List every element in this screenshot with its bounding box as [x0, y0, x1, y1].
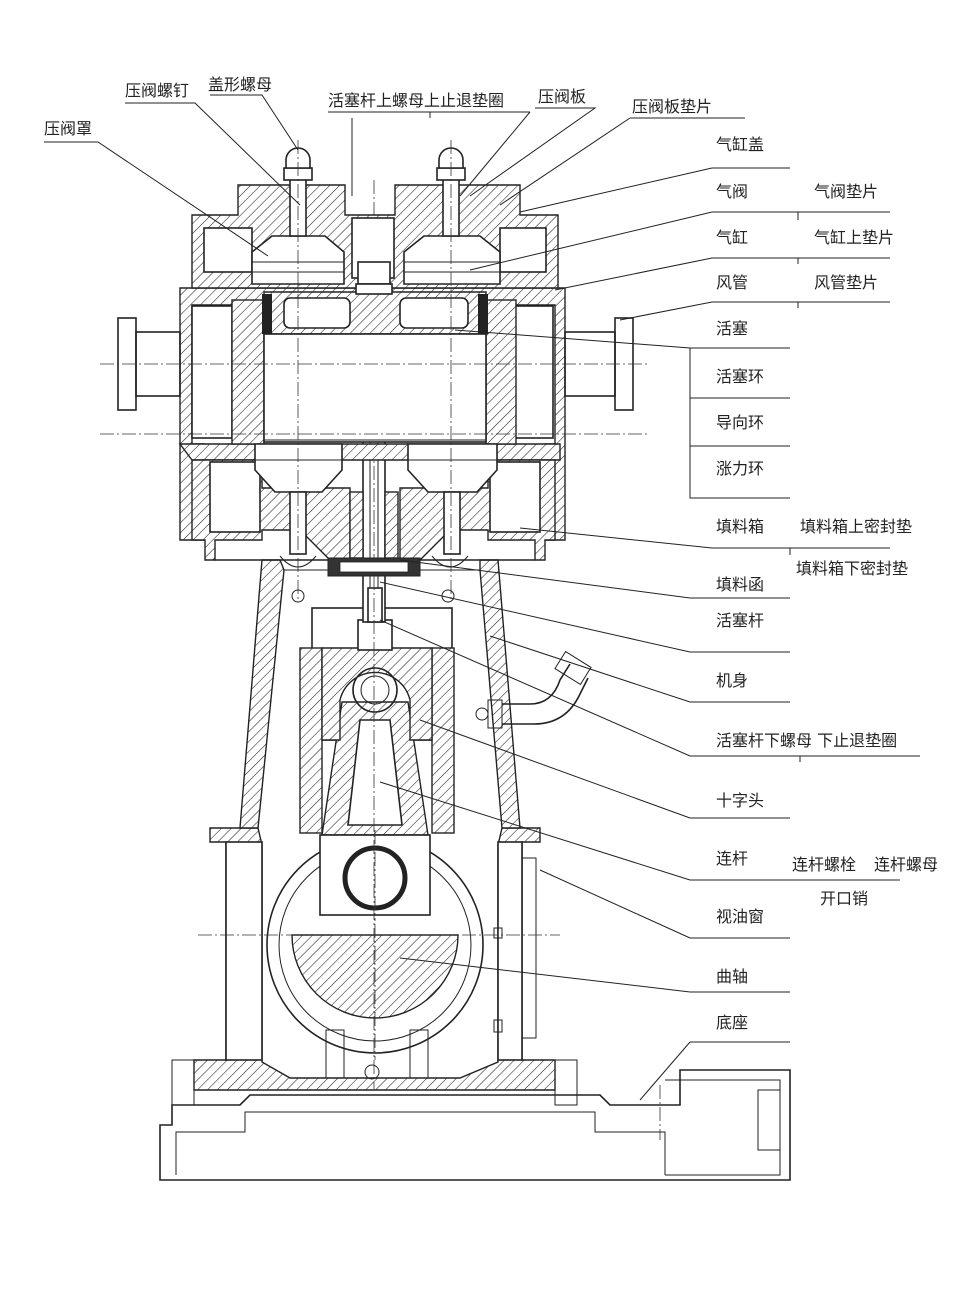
label-stuffing-box-lower-seal: 填料箱下密封垫 — [796, 559, 909, 578]
label-air-pipe-gasket: 风管垫片 — [814, 273, 879, 292]
stuffing-box — [299, 487, 451, 577]
connecting-rod — [319, 701, 431, 920]
label-oil-sight-window: 视油窗 — [716, 907, 765, 926]
label-frame: 机身 — [716, 671, 749, 690]
label-valve-gasket: 气阀垫片 — [814, 182, 879, 201]
label-cotter-pin: 开口销 — [820, 889, 869, 908]
cylinder — [100, 287, 650, 561]
oil-pipe — [475, 650, 592, 729]
label-valve-plate-gasket: 压阀板垫片 — [632, 97, 713, 116]
label-piston-rod: 活塞杆 — [716, 611, 765, 630]
label-stuffing-box: 填料箱 — [716, 517, 765, 536]
label-crankshaft: 曲轴 — [716, 967, 749, 986]
label-stuffing-box-upper-seal: 填料箱上密封垫 — [800, 517, 913, 536]
label-valve-plate: 压阀板 — [538, 87, 587, 106]
label-expander-ring: 涨力环 — [716, 459, 765, 478]
label-crosshead: 十字头 — [716, 791, 765, 810]
label-cylinder-head: 气缸盖 — [716, 135, 765, 154]
frame — [193, 559, 556, 1091]
label-packing-case: 填料函 — [716, 575, 765, 594]
label-cylinder: 气缸 — [716, 228, 749, 247]
label-rod-lower-nut-washer: 活塞杆下螺母 下止退垫圈 — [716, 731, 898, 750]
label-base: 底座 — [716, 1013, 749, 1032]
piston-rod-upper-nut — [355, 261, 393, 295]
base — [159, 1059, 791, 1181]
crosshead — [321, 619, 433, 741]
leader-lines — [44, 94, 920, 1101]
label-acorn-nut: 盖形螺母 — [208, 75, 273, 94]
label-piston-ring: 活塞环 — [716, 367, 765, 386]
label-conrod-nut: 连杆螺母 — [874, 855, 939, 874]
label-valve-screw: 压阀螺钉 — [125, 81, 190, 100]
lower-valves — [254, 443, 498, 568]
label-valve-guard: 压阀罩 — [44, 119, 93, 138]
label-piston: 活塞 — [716, 319, 749, 338]
label-rod-upper-nut-washer: 活塞杆上螺母上止退垫圈 — [328, 91, 505, 110]
upper-valves — [251, 140, 501, 600]
label-guide-ring: 导向环 — [716, 413, 765, 432]
label-cylinder-upper-gasket: 气缸上垫片 — [814, 228, 895, 247]
label-air-pipe: 风管 — [716, 273, 749, 292]
label-connecting-rod: 连杆 — [716, 849, 749, 868]
label-conrod-bolt: 连杆螺栓 — [792, 855, 857, 874]
label-valve: 气阀 — [716, 182, 749, 201]
